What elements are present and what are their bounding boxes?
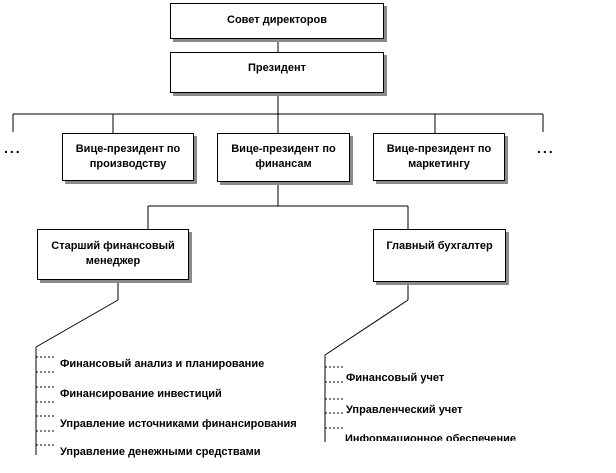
vp-production-box: Вице-президент по производству	[62, 133, 194, 181]
ellipsis-right: ...	[537, 140, 555, 156]
chief-accountant-label: Главный бухгалтер	[386, 240, 493, 252]
function-investment-financing: Финансирование инвестиций	[60, 388, 222, 400]
board-of-directors-box: Совет директоров	[170, 3, 384, 39]
vp-marketing-box: Вице-президент по маркетингу	[373, 133, 505, 181]
vp-marketing-line1: Вице-президент по	[386, 143, 492, 155]
function-funding-sources: Управление источниками финансирования	[60, 418, 297, 430]
senior-financial-manager-line1: Старший финансовый	[51, 240, 175, 252]
chief-accountant-box: Главный бухгалтер	[373, 229, 506, 282]
vp-marketing-line2: маркетингу	[408, 158, 470, 170]
vp-finance-line2: финансам	[255, 158, 312, 170]
clipped-row: Информационное обеспечение	[345, 433, 545, 441]
ellipsis-left: ...	[4, 140, 22, 156]
president-label: Президент	[247, 62, 307, 74]
function-financial-accounting: Финансовый учет	[346, 372, 445, 384]
vp-finance-box: Вице-президент по финансам	[217, 133, 350, 182]
function-management-accounting: Управленческий учет	[346, 404, 463, 416]
president-box: Президент	[170, 52, 384, 93]
vp-production-line2: производству	[89, 158, 167, 170]
function-information-support: Информационное обеспечение	[345, 433, 516, 441]
vp-production-line1: Вице-президент по	[75, 143, 181, 155]
board-of-directors-label: Совет директоров	[227, 14, 327, 26]
senior-financial-manager-line2: менеджер	[85, 255, 141, 267]
function-financial-analysis: Финансовый анализ и планирование	[60, 358, 265, 370]
senior-financial-manager-box: Старший финансовый менеджер	[37, 229, 189, 280]
function-cash-management: Управление денежными средствами	[60, 446, 261, 458]
vp-finance-line1: Вице-президент по	[231, 143, 336, 155]
